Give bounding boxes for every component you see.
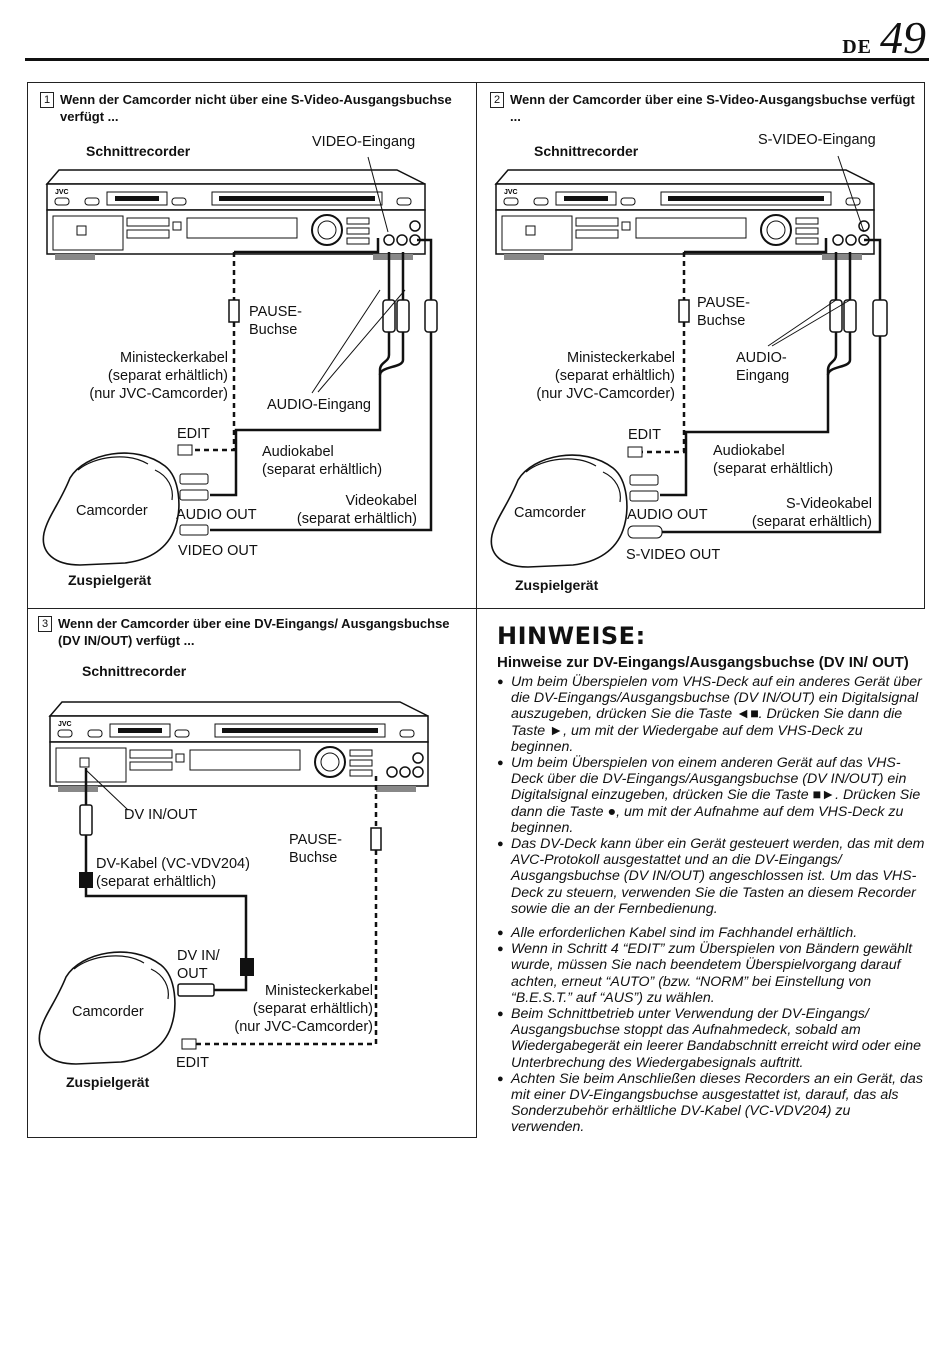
panel-2-title: 2 Wenn der Camcorder über eine S-Video-A… — [490, 91, 915, 125]
mini-cable-label: Ministeckerkabel (separat erhältlich) (n… — [89, 350, 228, 402]
source-device-label: Zuspielgerät — [66, 1074, 150, 1090]
list-item: Um beim Überspielen vom VHS-Deck auf ein… — [497, 674, 925, 755]
audio-input-label: AUDIO- Eingang — [736, 350, 790, 384]
step-title: Wenn der Camcorder über eine S-Video-Aus… — [510, 92, 915, 124]
page-header: DE 49 — [842, 12, 926, 63]
panel-1-title: 1 Wenn der Camcorder nicht über eine S-V… — [40, 91, 460, 125]
notes-list: Um beim Überspielen vom VHS-Deck auf ein… — [497, 674, 925, 1136]
video-out-label: VIDEO OUT — [178, 543, 258, 559]
camcorder-label: Camcorder — [76, 503, 148, 519]
svideo-out-label: S-VIDEO OUT — [626, 547, 721, 563]
camcorder-label: Camcorder — [514, 505, 586, 521]
audio-out-label: AUDIO OUT — [627, 507, 708, 523]
list-item: Das DV-Deck kann über ein Gerät gesteuer… — [497, 836, 925, 917]
mini-cable-label: Ministeckerkabel (separat erhältlich) (n… — [536, 350, 675, 402]
source-device-label: Zuspielgerät — [68, 572, 152, 588]
list-item: Achten Sie beim Anschließen dieses Recor… — [497, 1071, 925, 1136]
edit-label: EDIT — [176, 1055, 210, 1071]
list-item: Alle erforderlichen Kabel sind im Fachha… — [497, 925, 925, 941]
notes-title: HINWEISE: — [497, 622, 646, 650]
notes-section: HINWEISE: Hinweise zur DV-Eingangs/Ausga… — [497, 622, 925, 1136]
video-cable-label: Videokabel (separat erhältlich) — [296, 493, 417, 527]
step-number: 2 — [490, 92, 504, 108]
pause-jack-label: PAUSE- Buchse — [249, 304, 302, 338]
recorder-illustration — [49, 701, 429, 793]
step-title: Wenn der Camcorder über eine DV-Eingangs… — [58, 616, 450, 648]
language-code: DE — [842, 36, 872, 58]
recorder-label: Schnittrecorder — [86, 143, 191, 159]
audio-cable-label: Audiokabel (separat erhältlich) — [262, 444, 383, 478]
source-device-label: Zuspielgerät — [515, 577, 599, 593]
dv-inout-label: DV IN/OUT — [124, 807, 198, 823]
step-number: 1 — [40, 92, 54, 108]
audio-input-label: AUDIO-Eingang — [267, 397, 371, 413]
video-input-label: VIDEO-Eingang — [312, 134, 416, 150]
mini-cable-label: Ministeckerkabel (separat erhältlich) (n… — [234, 983, 373, 1035]
step-number: 3 — [38, 616, 52, 632]
pause-jack-label: PAUSE- Buchse — [289, 832, 342, 866]
step-title: Wenn der Camcorder nicht über eine S-Vid… — [60, 92, 452, 124]
edit-label: EDIT — [628, 427, 662, 443]
recorder-label: Schnittrecorder — [534, 143, 639, 159]
panel-3-frame — [27, 608, 477, 1138]
list-item: Um beim Überspielen von einem anderen Ge… — [497, 755, 925, 836]
pause-jack-label: PAUSE- Buchse — [697, 295, 750, 329]
audio-out-label: AUDIO OUT — [176, 507, 257, 523]
svideo-input-label: S-VIDEO-Eingang — [758, 132, 876, 148]
panel-3-title: 3 Wenn der Camcorder über eine DV-Eingan… — [38, 615, 458, 649]
list-item: Wenn in Schritt 4 “EDIT” zum Überspielen… — [497, 941, 925, 1006]
dv-in-label: DV IN/ OUT — [177, 948, 220, 982]
header-rule — [25, 58, 929, 61]
notes-subtitle: Hinweise zur DV-Eingangs/Ausgangsbuchse … — [497, 654, 909, 671]
panel-2-frame — [476, 82, 925, 609]
svideo-cable-label: S-Videokabel (separat erhältlich) — [751, 496, 872, 530]
page-number: 49 — [880, 12, 926, 63]
audio-cable-label: Audiokabel (separat erhältlich) — [713, 443, 834, 477]
dv-cable-label: DV-Kabel (VC-VDV204) (separat erhältlich… — [96, 856, 250, 890]
list-item: Beim Schnittbetrieb unter Verwendung der… — [497, 1006, 925, 1071]
recorder-label: Schnittrecorder — [82, 663, 187, 679]
camcorder-label: Camcorder — [72, 1004, 144, 1020]
edit-label: EDIT — [177, 426, 211, 442]
